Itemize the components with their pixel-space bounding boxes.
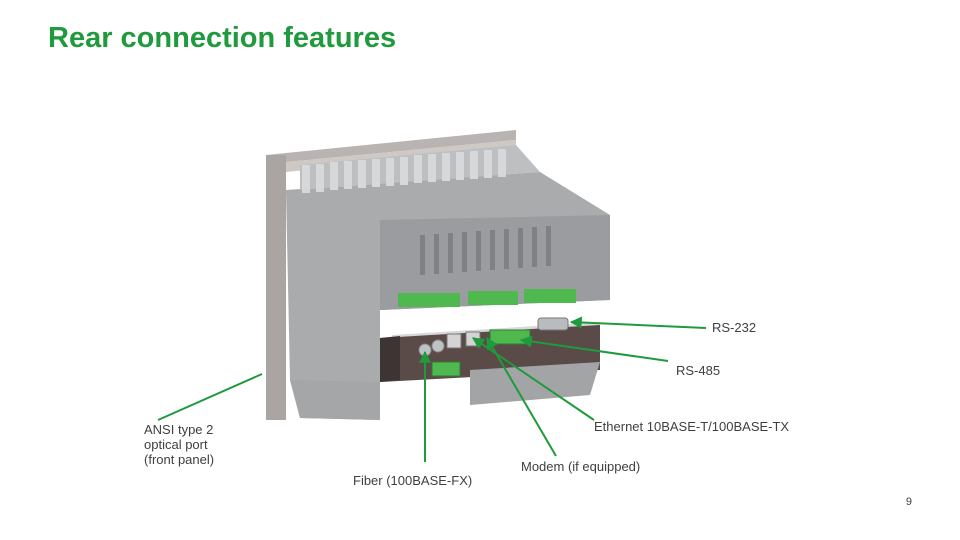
top-terminal-fins bbox=[302, 149, 506, 193]
rs485-terminal bbox=[489, 329, 531, 345]
lower-housing bbox=[290, 362, 600, 420]
ethernet-label: Ethernet 10BASE-T/100BASE-TX bbox=[594, 419, 790, 434]
fiber-label: Fiber (100BASE-FX) bbox=[353, 473, 473, 488]
modem-label: Modem (if equipped) bbox=[521, 459, 641, 474]
page-number: 9 bbox=[905, 496, 912, 508]
rs485-label: RS-485 bbox=[676, 363, 721, 378]
ansi-optical-port-label: ANSI type 2 optical port (front panel) bbox=[144, 422, 215, 467]
housing-ribs bbox=[420, 226, 551, 275]
slide-title: Rear connection features bbox=[48, 22, 397, 54]
lower-terminal bbox=[431, 361, 461, 377]
modem-leader bbox=[486, 336, 557, 457]
rs232-leader bbox=[569, 316, 707, 329]
ethernet-leader bbox=[472, 337, 595, 421]
rs232-label: RS-232 bbox=[712, 320, 757, 335]
ansi-leader bbox=[157, 373, 263, 421]
rs485-leader bbox=[519, 335, 669, 362]
green-terminal-strip bbox=[398, 289, 576, 307]
rs232-port bbox=[537, 317, 569, 331]
